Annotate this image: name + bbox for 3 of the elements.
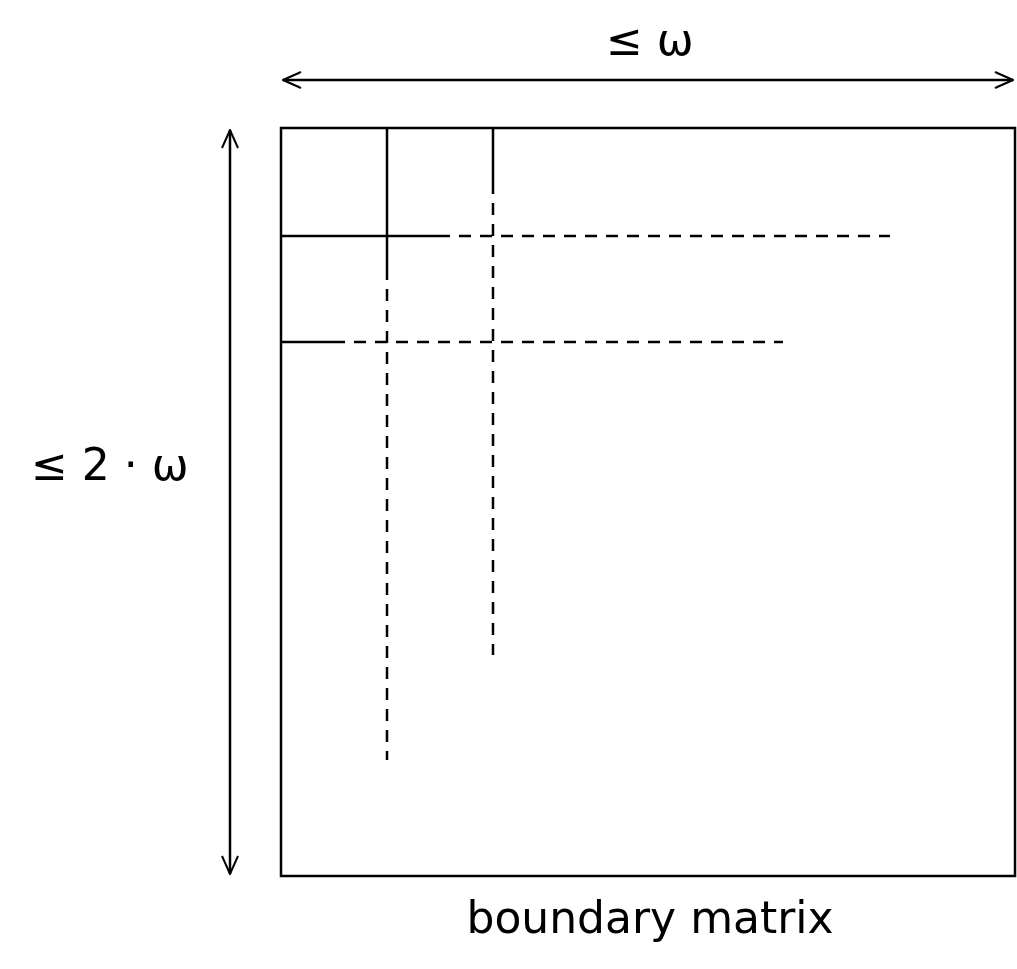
dimension-label: ≤ ω [606, 18, 694, 62]
caption: boundary matrix [466, 896, 834, 940]
dimension-label: ≤ 2 · ω [31, 443, 189, 487]
